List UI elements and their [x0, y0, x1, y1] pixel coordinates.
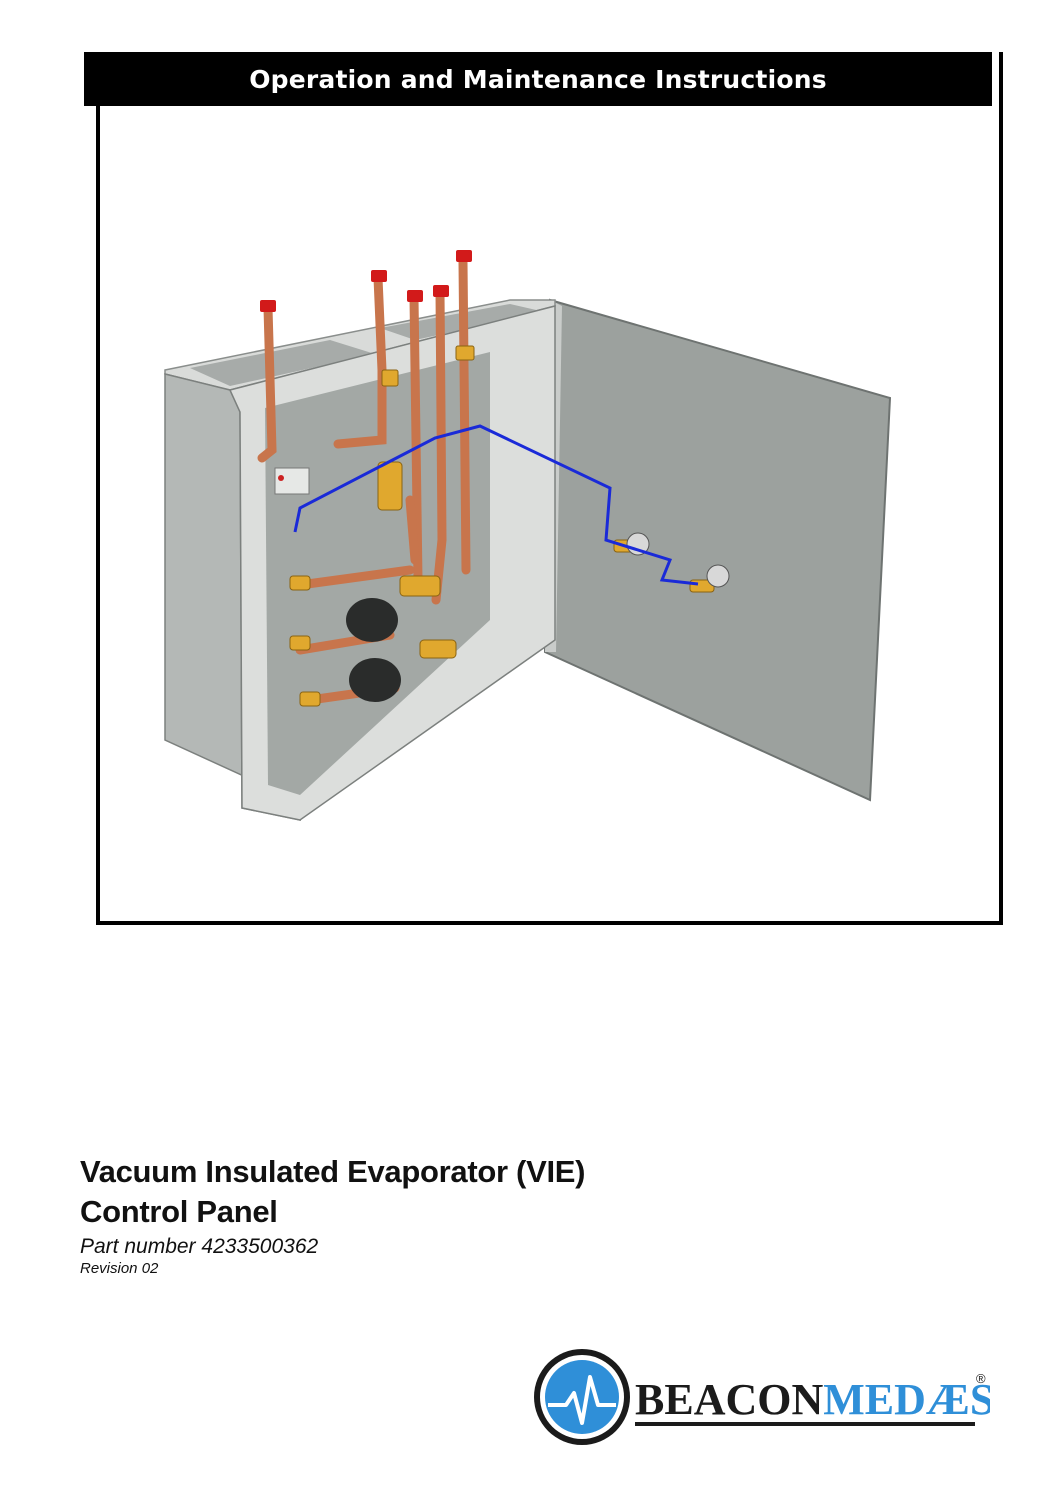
heartbeat-circle-icon — [534, 1349, 630, 1445]
part-number: Part number 4233500362 — [80, 1235, 319, 1258]
logo-brand-part1: BEACON — [635, 1375, 823, 1424]
page-frame — [96, 52, 1003, 925]
document-title-block: Vacuum Insulated Evaporator (VIE) Contro… — [80, 1152, 585, 1278]
logo-brand-part2: MEDÆS — [823, 1375, 990, 1424]
cabinet-door — [543, 298, 892, 802]
document-title-line2: Control Panel — [80, 1194, 278, 1229]
sensor-wire — [293, 424, 699, 586]
revision: Revision 02 — [80, 1260, 159, 1277]
header-title: Operation and Maintenance Instructions — [84, 52, 992, 106]
svg-text:BEACONMEDÆS: BEACONMEDÆS — [635, 1375, 990, 1424]
beaconmedaes-logo: BEACONMEDÆS ® — [534, 1349, 990, 1445]
registered-mark: ® — [976, 1371, 986, 1386]
control-panel-illustration — [164, 250, 892, 821]
document-title-line1: Vacuum Insulated Evaporator (VIE) — [80, 1154, 586, 1189]
